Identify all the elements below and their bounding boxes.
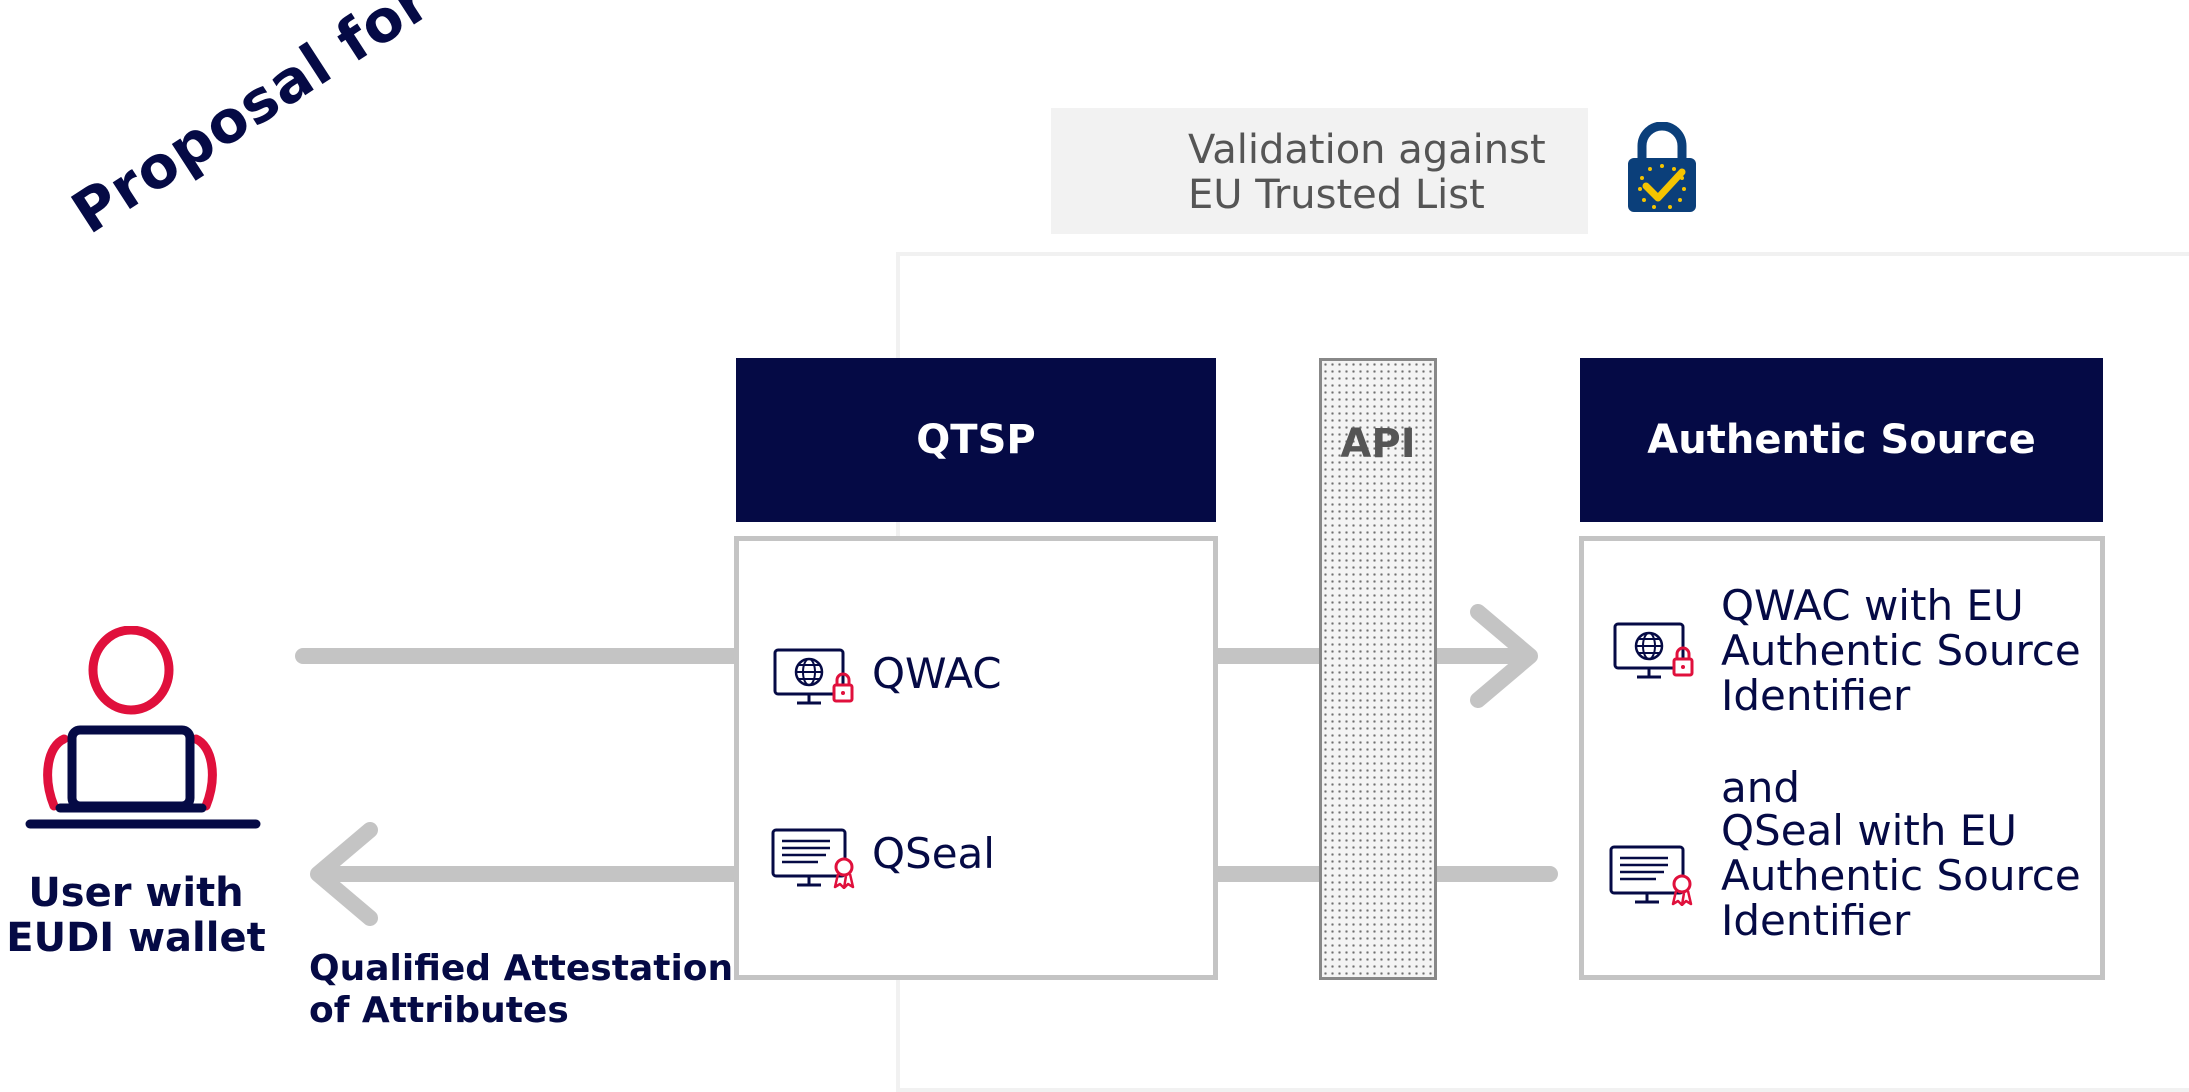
attestation-line-1: Qualified Attestation xyxy=(309,948,734,989)
as-qseal-line-2: Authentic Source xyxy=(1721,851,2081,900)
qtsp-header: QTSP xyxy=(736,358,1216,522)
authentic-source-header: Authentic Source xyxy=(1580,358,2103,522)
validation-box: Validation against EU Trusted List xyxy=(1051,108,1588,234)
as-qseal-monitor-seal-icon xyxy=(1609,845,1693,906)
as-qwac-line-1: QWAC with EU xyxy=(1721,581,2024,630)
qseal-monitor-seal-icon xyxy=(771,828,855,889)
user-label-line-2: EUDI wallet xyxy=(6,915,266,961)
validation-line-2: EU Trusted List xyxy=(1188,172,1485,218)
attestation-label: Qualified Attestation of Attributes xyxy=(309,948,733,1032)
as-qwac-line-2: Authentic Source xyxy=(1721,626,2081,675)
validation-text: Validation against EU Trusted List xyxy=(1188,128,1546,218)
qtsp-card: QWAC QSeal xyxy=(734,536,1218,980)
authentic-source-card: QWAC with EU Authentic Source Identifier… xyxy=(1579,536,2105,980)
as-qwac-text: QWAC with EU Authentic Source Identifier xyxy=(1721,583,2081,718)
as-qseal-text: QSeal with EU Authentic Source Identifie… xyxy=(1721,808,2081,943)
qwac-monitor-lock-icon xyxy=(773,648,854,705)
attestation-line-2: of Attributes xyxy=(309,990,569,1031)
user-label: User with EUDI wallet xyxy=(0,871,272,961)
user-label-line-1: User with xyxy=(28,870,244,916)
request-arrow-head xyxy=(1470,604,1538,708)
api-label: API xyxy=(1340,421,1416,467)
as-qwac-monitor-lock-icon xyxy=(1613,622,1694,679)
as-qwac-line-3: Identifier xyxy=(1721,671,1911,720)
qtsp-title: QTSP xyxy=(916,417,1036,463)
validation-line-1: Validation against xyxy=(1188,127,1546,173)
as-qseal-line-1: QSeal with EU xyxy=(1721,806,2018,855)
api-layer: API xyxy=(1319,358,1437,980)
authentic-source-title: Authentic Source xyxy=(1647,417,2036,463)
as-and-label: and xyxy=(1721,763,1801,812)
trusted-list-lock-icon xyxy=(1628,122,1696,212)
as-qseal-line-3: Identifier xyxy=(1721,896,1911,945)
user-laptop-icon xyxy=(25,626,261,829)
qtsp-qwac-label: QWAC xyxy=(872,649,1002,698)
attestation-arrow-head xyxy=(310,822,378,926)
qtsp-qseal-label: QSeal xyxy=(872,829,995,878)
